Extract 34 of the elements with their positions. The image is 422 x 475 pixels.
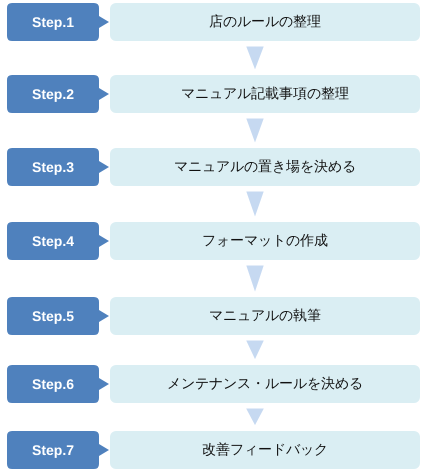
step-title: マニュアルの置き場を決める [174,158,356,176]
step-badge [7,148,110,186]
step-badge [7,3,110,41]
step-box [110,3,420,41]
step-title: フォーマットの作成 [202,232,328,250]
step-number: Step.4 [30,232,75,251]
step-number: Step.3 [30,158,75,177]
step-title: マニュアル記載事項の整理 [181,85,349,103]
step-title: 店のルールの整理 [209,13,321,31]
step-title: メンテナンス・ルールを決める [167,375,363,393]
step-box [110,75,420,113]
step-title: 改善フィードバック [202,441,328,459]
step-badge [7,365,110,403]
step-box [110,431,420,469]
step-box [110,297,420,335]
step-box [110,148,420,186]
step-box [110,365,420,403]
step-badge [7,297,110,335]
arrow [246,408,264,426]
step-badge [7,75,110,113]
step-box [110,222,420,260]
step-badge [7,222,110,260]
step-number: Step.5 [30,307,75,326]
arrow [246,266,264,292]
arrow [246,46,264,70]
arrow [246,192,264,217]
step-number: Step.1 [30,13,75,32]
step-number: Step.6 [30,375,75,394]
arrow [246,118,264,142]
step-badge [7,431,110,469]
arrow [246,340,264,360]
step-title: マニュアルの執筆 [209,307,321,325]
step-number: Step.2 [30,85,75,104]
step-number: Step.7 [30,441,75,460]
